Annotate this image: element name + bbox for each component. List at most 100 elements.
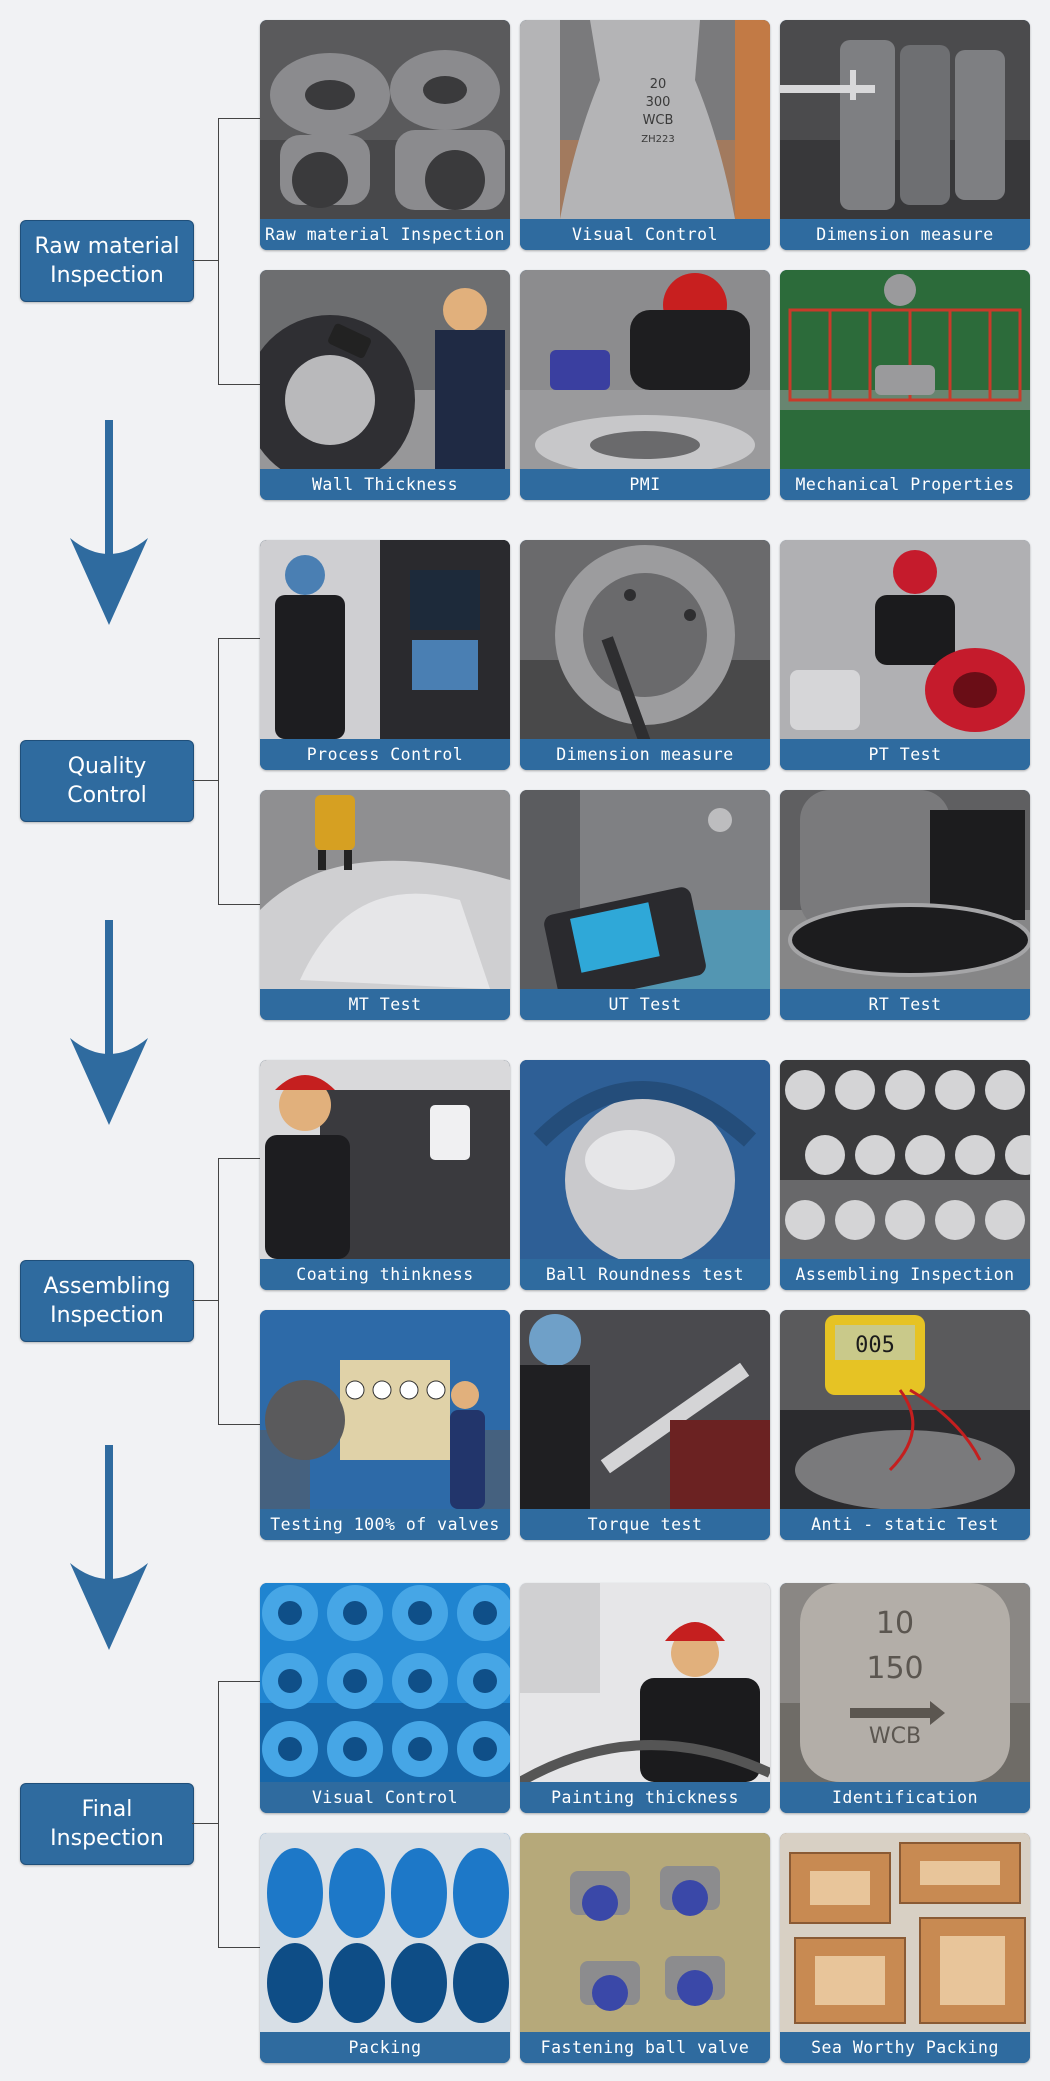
valve-bore-photo [520,540,770,739]
valve-bore-illustration [520,540,770,739]
test-bench-photo [260,1310,510,1509]
flow-down-arrow-icon [70,420,148,625]
inspection-photo-tile: Ball Roundness test [520,1060,770,1290]
tile-caption: Wall Thickness [260,469,510,500]
inspection-photo-tile: RT Test [780,790,1030,1020]
stage-bracket-line [218,1681,261,1948]
inspection-photo-tile: Torque test [520,1310,770,1540]
body-marking-text: 10 [876,1606,914,1641]
inspection-photo-tile: Wall Thickness [260,270,510,500]
tile-caption: Fastening ball valve [520,2032,770,2063]
inspection-photo-tile: UT Test [520,790,770,1020]
radiograph-photo [780,790,1030,989]
tile-caption: Dimension measure [780,219,1030,250]
inspection-photo-tile: Dimension measure [780,20,1030,250]
inspection-photo-tile: PMI [520,270,770,500]
torque-wrench-illustration [520,1310,770,1509]
stage-label-line: Inspection [50,263,164,288]
tile-caption: Process Control [260,739,510,770]
calipers-illustration [780,20,1030,219]
tile-caption: RT Test [780,989,1030,1020]
flow-down-arrow-icon [70,1445,148,1650]
flow-down-arrow-icon [70,920,148,1125]
stage-label-line: Inspection [50,1826,164,1851]
tile-caption: Testing 100% of valves [260,1509,510,1540]
radiograph-illustration [780,790,1030,989]
stage-connector-line [192,1823,218,1824]
tile-caption: Coating thinkness [260,1259,510,1290]
torque-wrench-photo [520,1310,770,1509]
stage-label-line: Inspection [50,1303,164,1328]
inspection-photo-tile: PT Test [780,540,1030,770]
paint-gauge-illustration [520,1583,770,1782]
gauge-photo [260,270,510,469]
inspection-photo-tile: Coating thinkness [260,1060,510,1290]
stage-label-line: Final [81,1797,133,1822]
inspection-photo-tile: Dimension measure [520,540,770,770]
ball-valves-photo [520,1833,770,2032]
multimeter-illustration: 005 [780,1310,1030,1509]
tile-caption: Visual Control [520,219,770,250]
body-marking-text: 150 [866,1651,923,1686]
ultrasonic-photo [520,790,770,989]
stage-label-line: Assembling [43,1274,171,1299]
cnc-machine-photo [260,540,510,739]
calipers-photo [780,20,1030,219]
coating-illustration [260,1060,510,1259]
stage-bracket-line [218,118,261,385]
tile-caption: Visual Control [260,1782,510,1813]
tile-caption: Packing [260,2032,510,2063]
stage-connector-line [192,1300,218,1301]
tile-caption: PT Test [780,739,1030,770]
blue-valves-illustration [260,1583,510,1782]
multimeter-reading-text: 005 [855,1333,895,1358]
tile-caption: Sea Worthy Packing [780,2032,1030,2063]
tile-caption: UT Test [520,989,770,1020]
cast-parts-photo [260,20,510,219]
wrapped-photo [260,1833,510,2032]
tile-caption: PMI [520,469,770,500]
inspection-photo-tile: Testing 100% of valves [260,1310,510,1540]
test-machine-photo [780,270,1030,469]
ball-illustration [520,1060,770,1259]
crates-photo [780,1833,1030,2032]
body-marking-text: WCB [869,1724,921,1749]
cnc-machine-illustration [260,540,510,739]
tile-caption: Identification [780,1782,1030,1813]
stage-label-line: Raw material [34,234,180,259]
blue-valves-photo [260,1583,510,1782]
tile-caption: Anti - static Test [780,1509,1030,1540]
inspection-photo-tile: Visual Control [260,1583,510,1813]
tile-caption: Torque test [520,1509,770,1540]
magnet-yoke-photo [260,790,510,989]
crates-illustration [780,1833,1030,2032]
tile-caption: Mechanical Properties [780,469,1030,500]
casting-marking-text: 300 [646,95,671,110]
inspection-photo-tile: Assembling Inspection [780,1060,1030,1290]
inspection-photo-tile: Packing [260,1833,510,2063]
tile-caption: MT Test [260,989,510,1020]
inspection-photo-tile: Process Control [260,540,510,770]
wrapped-illustration [260,1833,510,2032]
test-machine-illustration [780,270,1030,469]
test-bench-illustration [260,1310,510,1509]
inspection-photo-tile: Fastening ball valve [520,1833,770,2063]
tile-caption: Assembling Inspection [780,1259,1030,1290]
analyzer-illustration [520,270,770,469]
stage-label-line: Control [67,783,147,808]
multimeter-photo: 005 [780,1310,1030,1509]
inspection-photo-tile: Raw material Inspection [260,20,510,250]
casting-marking-text: ZH223 [641,134,674,145]
stage-connector-line [192,780,218,781]
stage-label-line: Quality [67,754,147,779]
